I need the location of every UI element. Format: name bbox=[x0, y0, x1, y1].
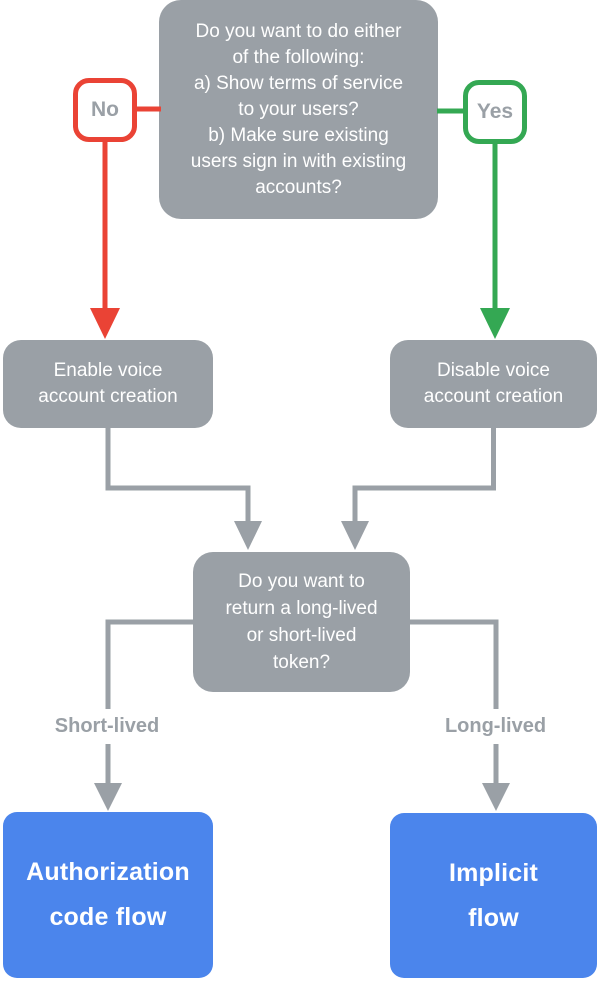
arrow-no-down-icon bbox=[90, 308, 120, 339]
edge-label-long-lived: Long-lived bbox=[411, 709, 580, 744]
edge-label-yes: Yes bbox=[463, 80, 527, 144]
edge-label-no: No bbox=[73, 78, 137, 142]
edge-long-lived bbox=[410, 619, 499, 785]
arrow-enable-to-token-icon bbox=[234, 521, 262, 550]
node-enable-voice-account-creation: Enable voice account creation bbox=[3, 340, 213, 428]
node-question-terms-of-service: Do you want to do either of the followin… bbox=[159, 0, 438, 219]
arrow-disable-to-token-icon bbox=[341, 521, 369, 550]
arrow-long-lived-icon bbox=[482, 783, 510, 811]
edge-disable-to-token bbox=[352, 428, 496, 523]
arrow-short-lived-icon bbox=[94, 783, 122, 811]
edge-enable-to-token bbox=[105, 428, 251, 523]
edge-label-short-lived: Short-lived bbox=[22, 709, 192, 744]
arrow-yes-down-icon bbox=[480, 308, 510, 339]
node-disable-voice-account-creation: Disable voice account creation bbox=[390, 340, 597, 428]
node-authorization-code-flow: Authorization code flow bbox=[3, 812, 213, 978]
node-question-token-lifetime: Do you want to return a long-lived or sh… bbox=[193, 552, 410, 692]
node-implicit-flow: Implicit flow bbox=[390, 813, 597, 978]
edge-short-lived bbox=[105, 619, 193, 785]
